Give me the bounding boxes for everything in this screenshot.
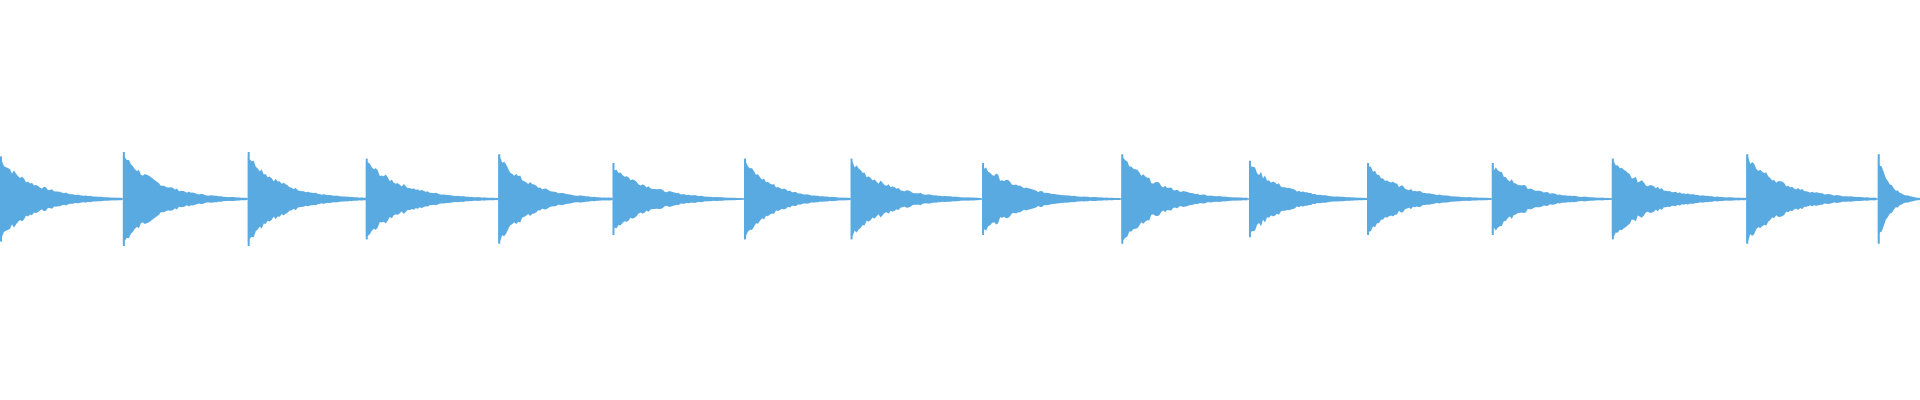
waveform-note-4 — [365, 162, 498, 236]
waveform-notes — [0, 152, 1920, 246]
waveform-note-8 — [850, 161, 981, 237]
waveform-note-10 — [1121, 157, 1248, 241]
waveform-note-6 — [612, 165, 743, 233]
waveform-note-11 — [1249, 164, 1367, 234]
waveform-note-16 — [1877, 154, 1920, 244]
waveform-note-9 — [982, 165, 1121, 233]
waveform-note-1 — [0, 159, 122, 239]
waveform-note-5 — [498, 154, 613, 244]
waveform-note-3 — [247, 155, 366, 243]
waveform-note-2 — [122, 155, 247, 243]
waveform-note-15 — [1746, 154, 1877, 244]
waveform-note-12 — [1367, 166, 1491, 232]
waveform-note-13 — [1491, 165, 1612, 233]
waveform-note-14 — [1611, 161, 1746, 237]
waveform-note-7 — [744, 162, 850, 236]
